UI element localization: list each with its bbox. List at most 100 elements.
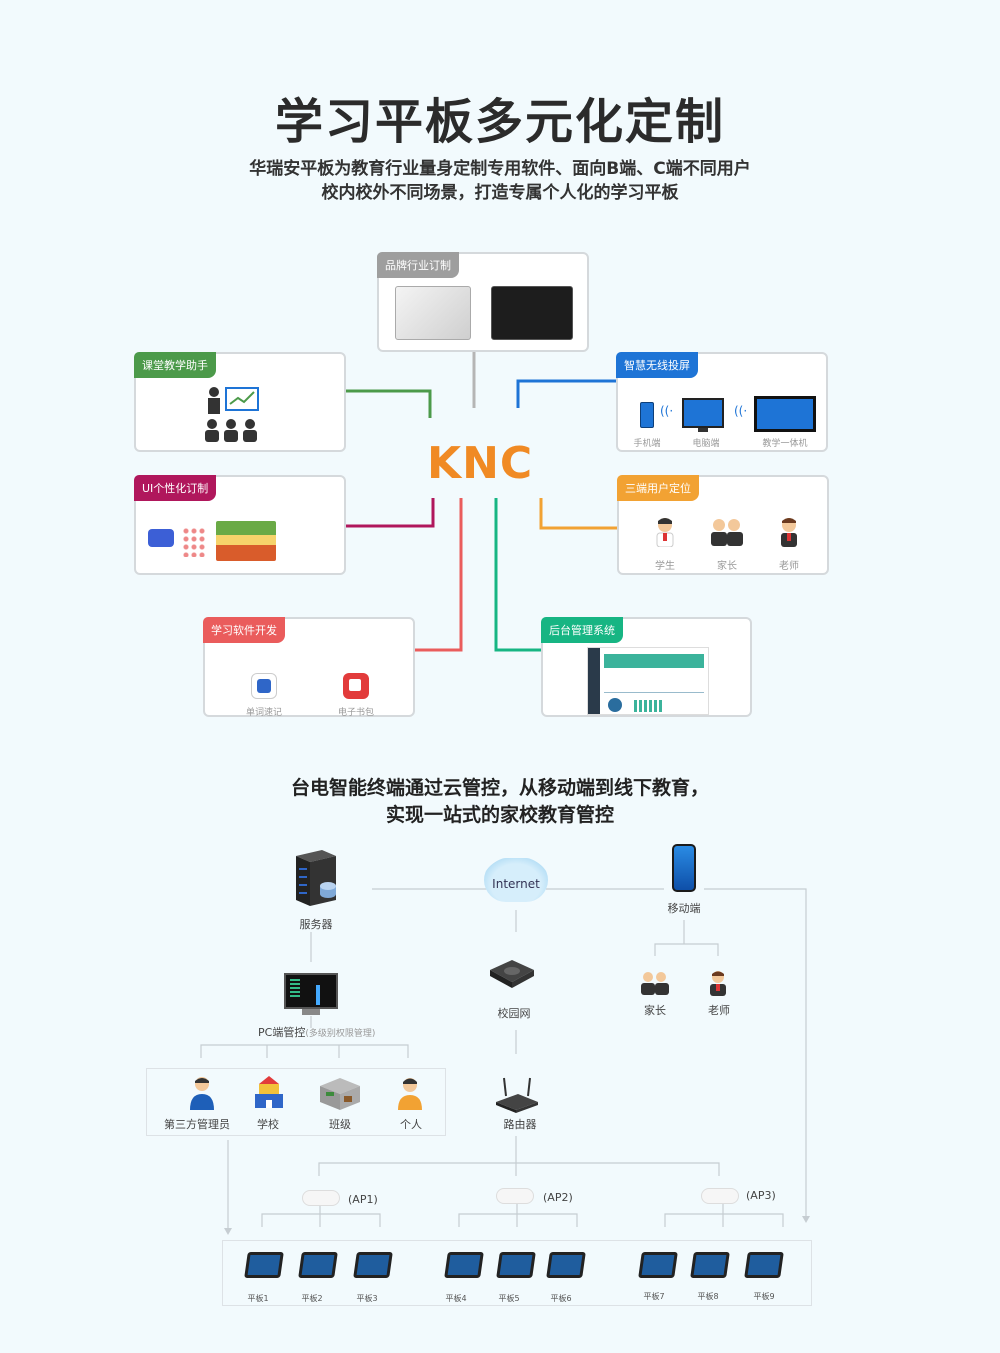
classroom-icon — [320, 1078, 360, 1110]
subtitle-line2: 校内校外不同场景，打造专属个人化的学习平板 — [321, 183, 679, 203]
manager-label-third-party: 第三方管理员 — [164, 1118, 230, 1131]
word-app-icon — [251, 673, 277, 699]
knc-logo: KNC — [427, 438, 534, 489]
card-ui: UI个性化订制 — [134, 475, 346, 575]
monitor-icon — [682, 398, 724, 428]
device-label-pc: 电脑端 — [692, 439, 720, 449]
server-icon — [296, 850, 336, 906]
campus-label: 校园网 — [497, 1007, 531, 1020]
pc-stand-icon — [302, 1009, 320, 1015]
tablet-label-9: 平板9 — [753, 1292, 775, 1301]
internet-label: Internet — [492, 877, 540, 891]
campus-network-switch-icon — [490, 960, 534, 988]
ap2-label: (AP2) — [543, 1191, 573, 1204]
device-label-board: 教学一体机 — [762, 439, 808, 449]
student-icon — [656, 518, 674, 547]
tablet-label-2: 平板2 — [301, 1294, 323, 1303]
card-screencast: 智慧无线投屏 ((· ((· 手机端 电脑端 教学一体机 — [616, 352, 828, 452]
section2-line1: 台电智能终端通过云管控，从移动端到线下教育， — [290, 777, 709, 799]
wifi-icon: ((· — [734, 404, 748, 418]
teacher-icon — [710, 971, 726, 996]
tablet-label-7: 平板7 — [643, 1292, 665, 1301]
router-icon — [496, 1077, 538, 1113]
person-icon — [398, 1078, 422, 1110]
pc-monitor-icon — [284, 973, 338, 1009]
device-label-phone: 手机端 — [633, 439, 661, 449]
ui-screenshot — [216, 521, 276, 561]
card-classroom-tag: 课堂教学助手 — [134, 352, 216, 378]
tablet-label-3: 平板3 — [356, 1294, 378, 1303]
subtitle-line1: 华瑞安平板为教育行业量身定制专用软件、面向B端、C端不同用户 — [249, 159, 751, 179]
manager-label-individual: 个人 — [400, 1118, 422, 1131]
monitor-stand-icon — [698, 428, 708, 432]
tablet-label-1: 平板1 — [247, 1294, 269, 1303]
page-title: 学习平板多元化定制 — [274, 94, 725, 150]
managers-box — [146, 1068, 446, 1136]
tablet-icon — [444, 1252, 484, 1278]
tablet-icon — [353, 1252, 393, 1278]
internet-cloud-icon — [484, 858, 548, 902]
mobile-label: 移动端 — [667, 902, 701, 915]
black-tablet-image — [491, 286, 573, 340]
smartboard-icon — [754, 396, 816, 432]
pc-label: PC端管控 — [258, 1026, 306, 1039]
card-software: 学习软件开发 单词速记 电子书包 — [203, 617, 415, 718]
pc-control-label: PC端管控(多级别权限管理) — [258, 1024, 375, 1040]
card-classroom: 课堂教学助手 — [134, 352, 346, 452]
app-label-ebook: 电子书包 — [337, 708, 374, 718]
role-label-student: 学生 — [655, 561, 675, 572]
section2-line2: 实现一站式的家校教育管控 — [385, 804, 614, 826]
admin-icon — [190, 1077, 214, 1110]
card-screencast-tag: 智慧无线投屏 — [616, 352, 698, 378]
server-label: 服务器 — [299, 918, 333, 931]
mobile-phone-icon — [672, 844, 696, 892]
card-software-tag: 学习软件开发 — [203, 617, 285, 643]
network-parent-label: 家长 — [644, 1004, 666, 1017]
tablet-label-8: 平板8 — [697, 1292, 719, 1301]
pc-note: (多级别权限管理) — [305, 1029, 376, 1039]
tablet-label-4: 平板4 — [445, 1294, 467, 1303]
tablet-icon — [546, 1252, 586, 1278]
tablet-icon — [244, 1252, 284, 1278]
card-brand: 品牌行业订制 — [377, 252, 589, 352]
teacher-presentation-icon — [205, 387, 259, 442]
tablet-label-6: 平板6 — [550, 1294, 572, 1303]
ap2-device-icon — [496, 1188, 534, 1204]
tablet-icon — [298, 1252, 338, 1278]
wifi-icon: ((· — [660, 404, 674, 418]
ap3-label: (AP3) — [746, 1189, 776, 1202]
school-icon — [255, 1076, 283, 1108]
ui-icon-grid — [182, 527, 206, 557]
white-tablet-image — [395, 286, 471, 340]
ebook-app-icon — [343, 673, 369, 699]
manager-label-class: 班级 — [329, 1118, 351, 1131]
tablet-icon — [690, 1252, 730, 1278]
role-label-teacher: 老师 — [779, 561, 799, 572]
router-label: 路由器 — [503, 1118, 537, 1131]
network-teacher-label: 老师 — [708, 1004, 730, 1017]
tablet-label-5: 平板5 — [498, 1294, 520, 1303]
card-backend-tag: 后台管理系统 — [541, 617, 623, 643]
card-users: 三端用户定位 学生 家长 老师 — [617, 475, 829, 575]
tablet-icon — [744, 1252, 784, 1278]
parents-icon — [711, 519, 743, 546]
card-ui-tag: UI个性化订制 — [134, 475, 217, 501]
tablet-icon — [496, 1252, 536, 1278]
ui-app-icon — [148, 529, 174, 547]
role-label-parent: 家长 — [717, 561, 737, 572]
ap1-device-icon — [302, 1190, 340, 1206]
phone-icon — [640, 402, 654, 428]
manager-label-school: 学校 — [257, 1118, 279, 1131]
ap3-device-icon — [701, 1188, 739, 1204]
teacher-icon — [781, 518, 797, 547]
app-label-word: 单词速记 — [245, 708, 282, 718]
card-backend: 后台管理系统 — [541, 617, 752, 717]
network-lines — [200, 888, 810, 1235]
parents-icon — [641, 972, 669, 995]
dashboard-screenshot — [587, 647, 709, 715]
card-users-tag: 三端用户定位 — [617, 475, 699, 501]
card-brand-tag: 品牌行业订制 — [377, 252, 459, 278]
tablet-icon — [638, 1252, 678, 1278]
ap1-label: (AP1) — [348, 1193, 378, 1206]
